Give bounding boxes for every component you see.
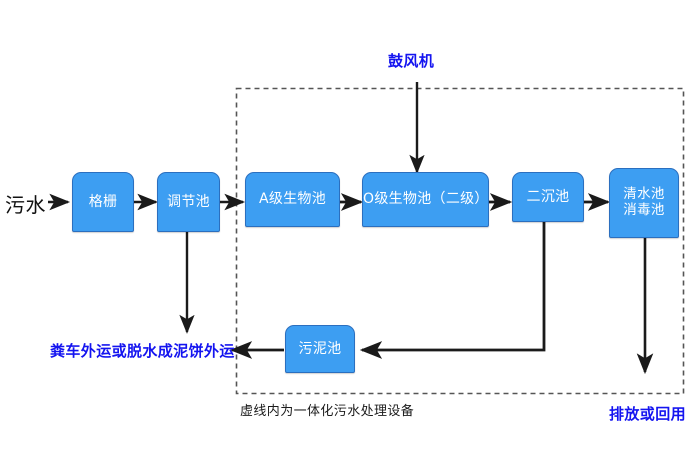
label-discharge-or-reuse: 排放或回用 <box>609 405 687 423</box>
integrated-equipment-boundary <box>235 87 685 395</box>
label-sludge-disposal: 粪车外运或脱水成泥饼外运 <box>50 342 235 360</box>
connector-clarifier-to-sludge-tank <box>359 222 546 359</box>
node-equalization[interactable]: 调节池 <box>157 172 220 232</box>
node-clear-water-label: 清水池 <box>623 186 665 203</box>
node-secondary-clarifier-label: 二沉池 <box>526 188 570 205</box>
node-sludge-tank[interactable]: 污泥池 <box>285 325 355 373</box>
node-equalization-label: 调节池 <box>167 193 210 210</box>
label-influent-wastewater: 污水 <box>5 193 46 217</box>
label-blower: 鼓风机 <box>388 52 435 70</box>
node-grid-label: 格栅 <box>88 193 118 210</box>
node-disinfection-label: 消毒池 <box>623 202 665 218</box>
node-o-stage-biological-tank[interactable]: O级生物池（二级） <box>362 172 489 227</box>
node-secondary-clarifier[interactable]: 二沉池 <box>512 172 584 222</box>
node-grid[interactable]: 格栅 <box>72 172 134 232</box>
label-boundary-caption: 虚线内为一体化污水处理设备 <box>240 404 415 419</box>
node-clear-water-disinfection-tank[interactable]: 清水池 消毒池 <box>609 168 679 238</box>
node-a-stage-label: A级生物池 <box>258 191 327 208</box>
node-a-stage-biological-tank[interactable]: A级生物池 <box>245 172 340 227</box>
node-sludge-tank-label: 污泥池 <box>298 340 342 357</box>
node-o-stage-label: O级生物池（二级） <box>363 191 489 208</box>
